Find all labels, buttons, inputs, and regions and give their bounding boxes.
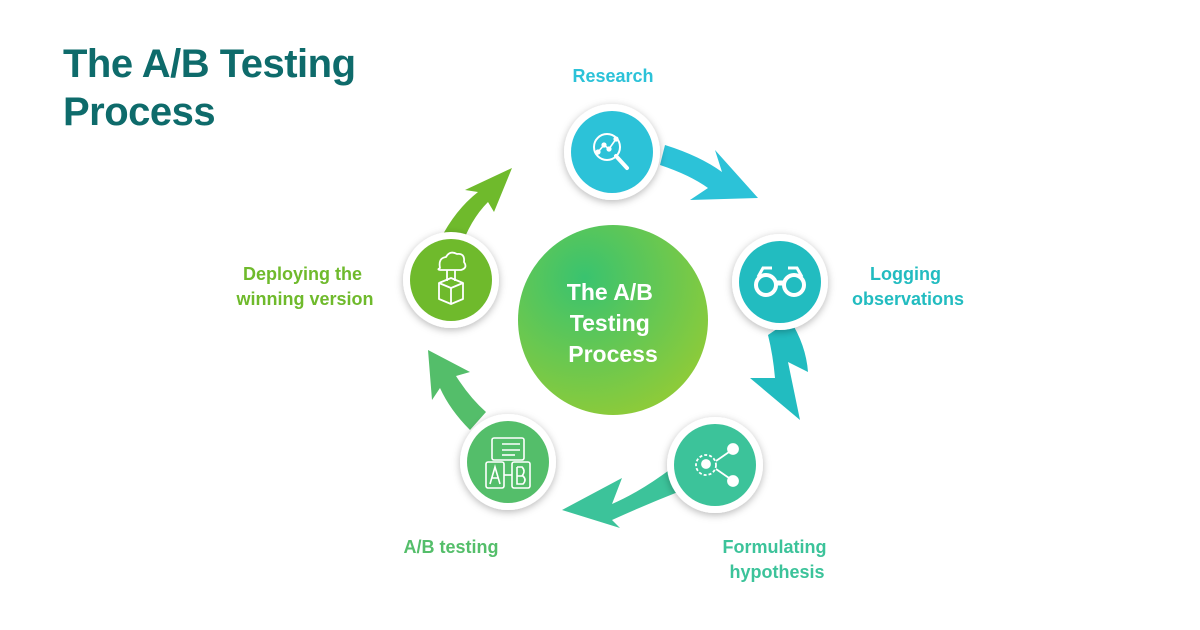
step-label-deploy: Deploying the winning version [235, 264, 373, 309]
cycle-arrows [428, 145, 808, 528]
step-deploy [403, 232, 499, 328]
center-line: The A/B [567, 279, 653, 305]
arrow-research-to-logging [660, 145, 758, 200]
center-label: The A/B Testing Process [567, 279, 659, 367]
step-logging [732, 234, 828, 330]
ab-devices-icon [485, 437, 531, 489]
step-label-line: observations [852, 289, 964, 309]
arrow-abtest-to-deploy [428, 350, 486, 430]
step-circle [674, 424, 756, 506]
step-label-hypothesis: Formulating hypothesis [722, 537, 831, 582]
lightbulb-network-icon [695, 443, 739, 487]
center-line: Testing [570, 310, 650, 336]
step-label-line: Logging [870, 264, 941, 284]
arrow-deploy-to-research [440, 168, 512, 250]
step-circle [571, 111, 653, 193]
step-label-line: Research [572, 66, 653, 86]
step-label-line: Formulating [722, 537, 826, 557]
binoculars-icon [754, 266, 806, 297]
center-line: Process [568, 341, 658, 367]
step-circle [410, 239, 492, 321]
step-abtest [460, 414, 556, 510]
magnifier-chart-icon [593, 133, 629, 170]
arrow-logging-to-hypothesis [750, 320, 808, 420]
page-title: The A/B Testing Process [63, 42, 356, 134]
step-label-line: winning version [235, 289, 373, 309]
step-label-logging: Logging observations [852, 264, 964, 309]
cloud-box-icon [437, 251, 467, 305]
step-label-research: Research [572, 66, 653, 86]
step-circle [467, 421, 549, 503]
step-research [564, 104, 660, 200]
step-hypothesis [667, 417, 763, 513]
arrow-hypothesis-to-abtest [562, 468, 678, 528]
step-label-line: Deploying the [243, 264, 362, 284]
step-label-line: hypothesis [729, 562, 824, 582]
step-label-abtest: A/B testing [403, 537, 498, 557]
step-label-line: A/B testing [403, 537, 498, 557]
center-circle [518, 225, 708, 415]
